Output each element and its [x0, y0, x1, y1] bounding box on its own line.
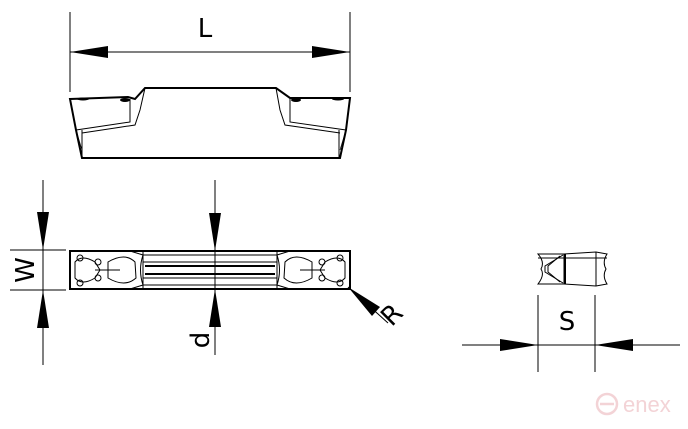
- thickness-dimension: S: [462, 295, 680, 372]
- insert-end-view: [536, 251, 608, 287]
- label-W: W: [11, 257, 41, 283]
- length-dimension: L: [69, 12, 351, 92]
- enex-logo-icon: [595, 392, 619, 416]
- left-cutting-edge: [74, 254, 137, 287]
- insert-top-view: [69, 250, 351, 290]
- label-S: S: [559, 307, 576, 337]
- arrow-right: [312, 46, 350, 58]
- right-cutting-edge: [283, 254, 346, 287]
- width-dimension: W: [10, 180, 66, 365]
- label-R: R: [375, 298, 409, 332]
- enex-watermark: enex: [595, 392, 671, 417]
- label-L: L: [198, 14, 213, 44]
- radius-dimension: R: [347, 286, 409, 332]
- hole-dimension: d: [186, 180, 221, 355]
- arrow-left: [70, 46, 108, 58]
- insert-side-view: [68, 87, 352, 159]
- label-d: d: [186, 332, 216, 349]
- watermark-text: enex: [623, 392, 671, 417]
